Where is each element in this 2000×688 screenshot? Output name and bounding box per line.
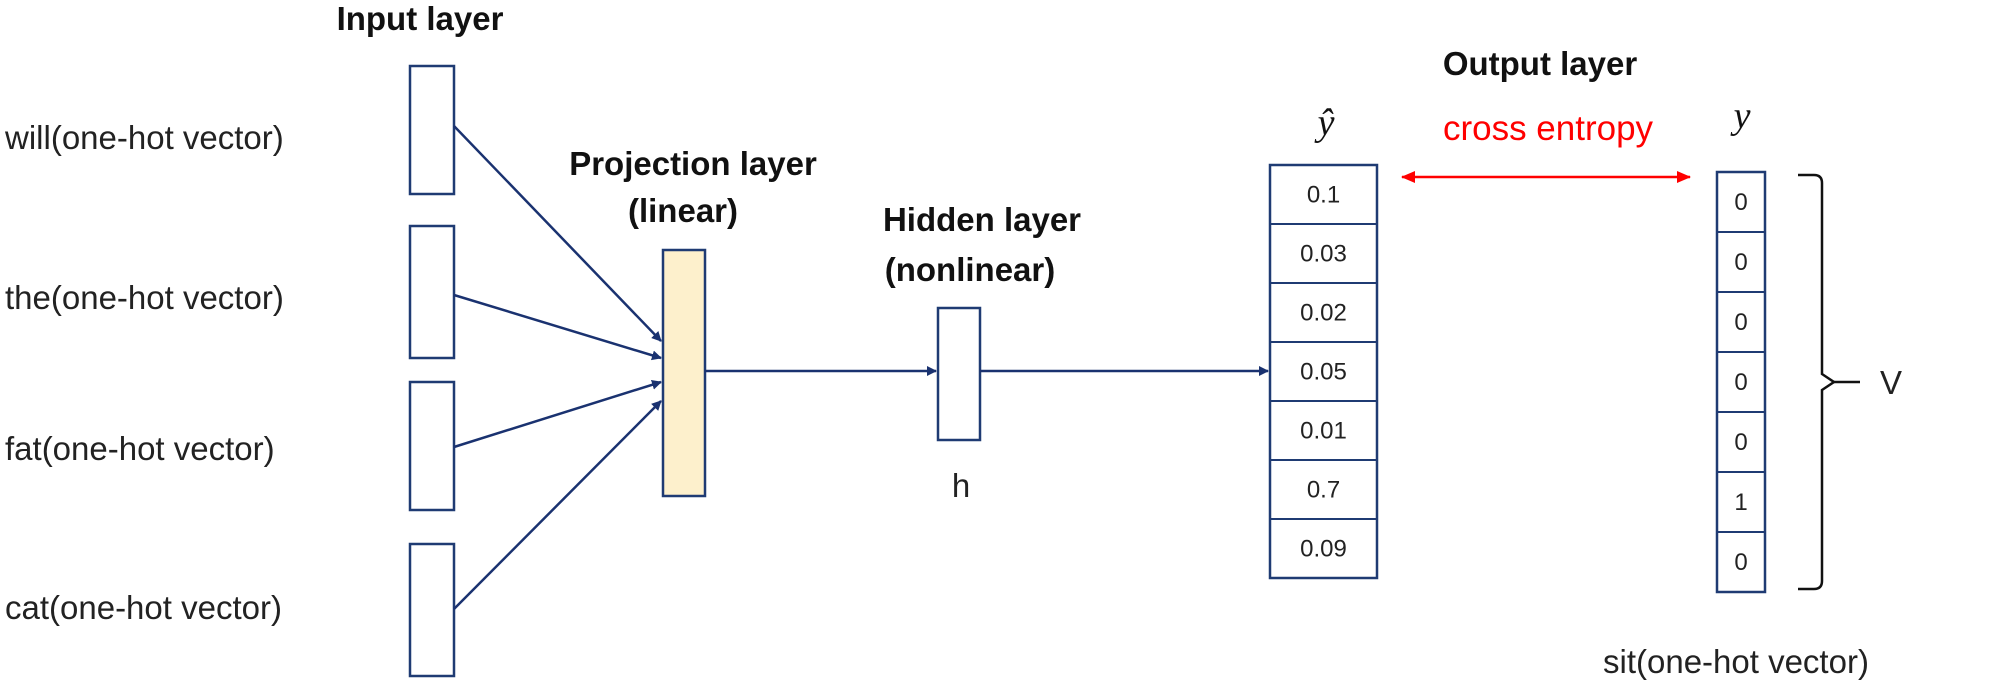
y-label: y [1730, 95, 1751, 137]
y-vector: 0 0 0 0 0 1 0 [1715, 170, 1767, 594]
y-hat-vector: 0.1 0.03 0.02 0.05 0.01 0.7 0.09 [1268, 163, 1379, 580]
input-vector-will [408, 64, 456, 196]
hidden-layer-sublabel: (nonlinear) [885, 251, 1056, 288]
vector-cell-value: 0.09 [1300, 536, 1347, 563]
cross-entropy-label: cross entropy [1443, 109, 1654, 148]
output-layer-label: Output layer [1443, 45, 1638, 82]
vector-cell-value: 0.7 [1307, 477, 1340, 504]
input-label-cat: cat(one-hot vector) [5, 589, 282, 626]
projection-layer-label: Projection layer [569, 145, 817, 182]
arrow-fat-to-projection [453, 379, 662, 449]
hidden-layer-label: Hidden layer [883, 201, 1081, 238]
vocab-size-label: V [1880, 364, 1902, 401]
vector-cell-value: 0.1 [1307, 182, 1340, 209]
vector-cell-value: 0 [1734, 189, 1747, 216]
projection-layer-sublabel: (linear) [628, 192, 738, 229]
input-label-fat: fat(one-hot vector) [5, 430, 275, 467]
vector-cell-value: 0 [1734, 549, 1747, 576]
input-layer-label: Input layer [337, 0, 504, 37]
vector-cell-value: 1 [1734, 489, 1747, 516]
projection-layer-box [661, 248, 707, 498]
input-vector-fat [408, 380, 456, 512]
vector-cell-value: 0 [1734, 249, 1747, 276]
y-hat-label: ŷ [1314, 102, 1335, 144]
input-vector-cat [408, 542, 456, 678]
vector-cell-value: 0.05 [1300, 359, 1347, 386]
vector-cell-value: 0.01 [1300, 418, 1347, 445]
input-label-the: the(one-hot vector) [5, 279, 284, 316]
vector-cell-value: 0 [1734, 429, 1747, 456]
vector-cell-value: 0.02 [1300, 300, 1347, 327]
hidden-h-label: h [952, 467, 970, 504]
input-vector-the [408, 224, 456, 360]
hidden-layer-box [936, 306, 982, 442]
arrow-the-to-projection [453, 293, 662, 361]
arrow-will-to-projection [453, 125, 662, 342]
arrow-cat-to-projection [453, 400, 662, 610]
vector-cell-value: 0 [1734, 369, 1747, 396]
target-word-label: sit(one-hot vector) [1603, 643, 1869, 680]
input-label-will: will(one-hot vector) [4, 119, 284, 156]
vector-cell-value: 0 [1734, 309, 1747, 336]
vector-cell-value: 0.03 [1300, 241, 1347, 268]
y-col-frame [1715, 170, 1767, 594]
yhat-col-frame [1268, 163, 1379, 580]
vocab-brace [1798, 173, 1837, 591]
